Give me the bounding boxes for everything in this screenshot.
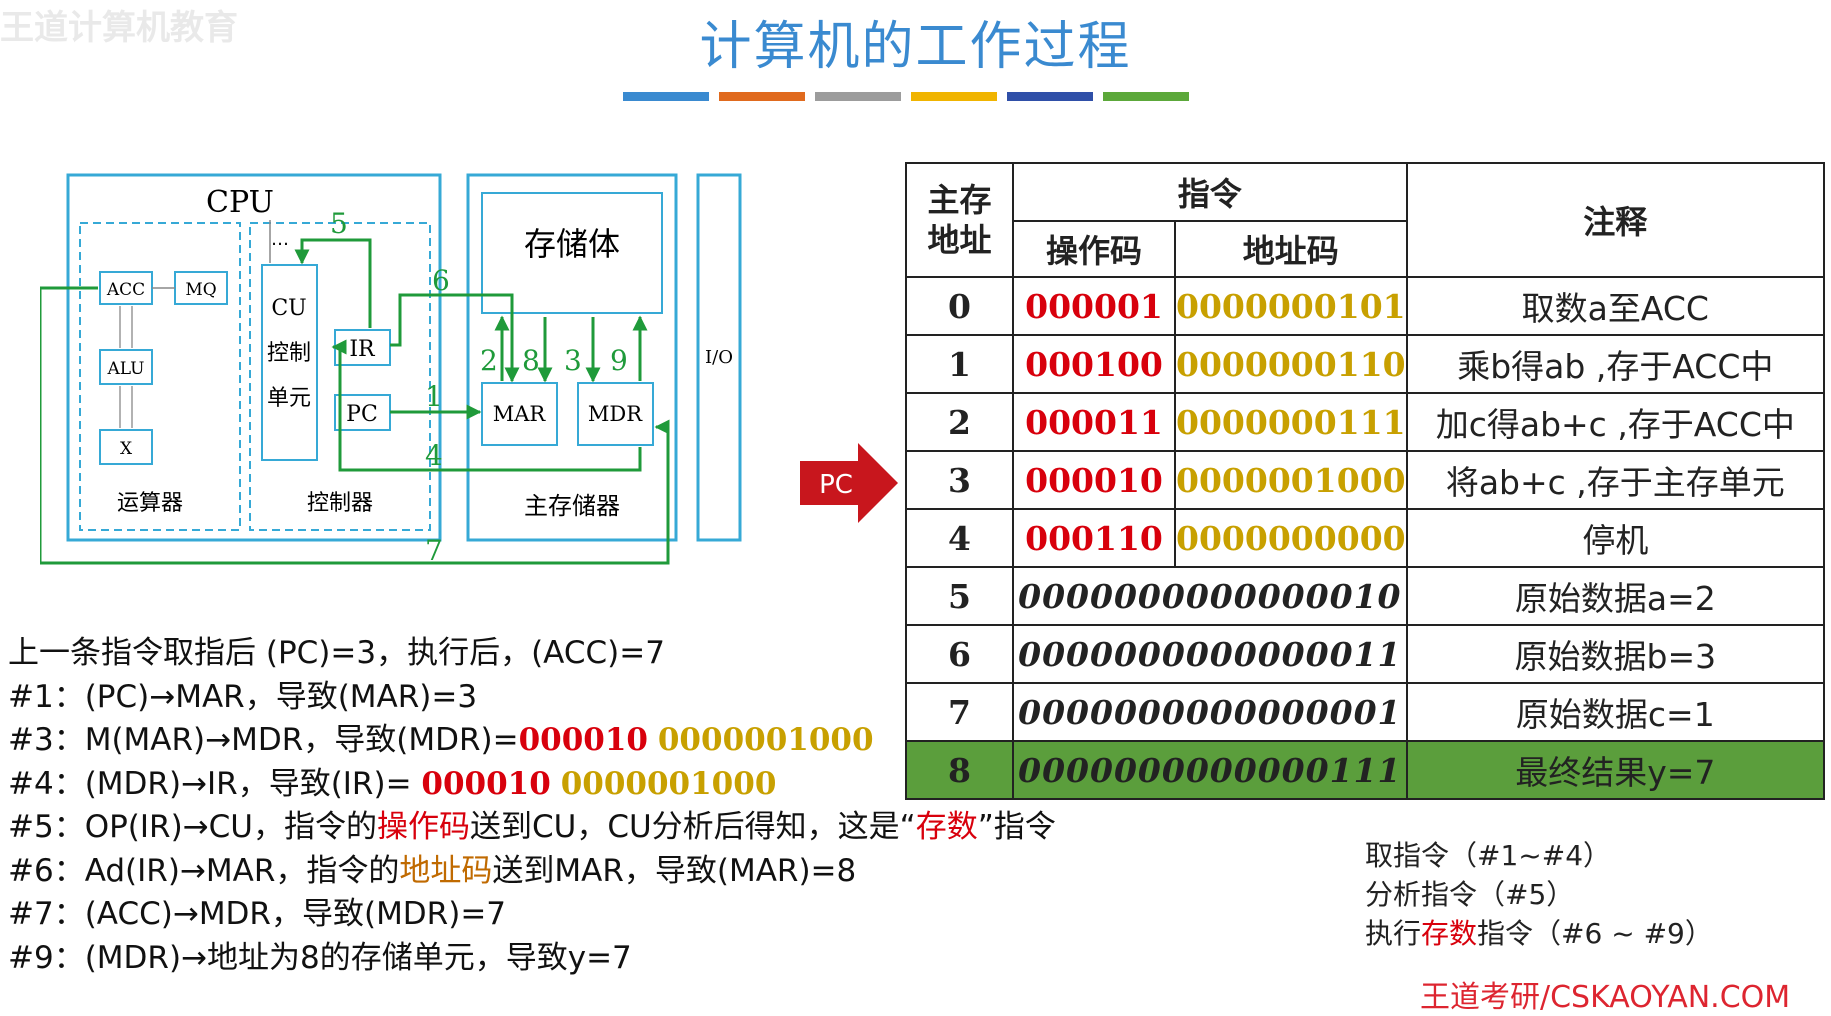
pc-label: PC <box>346 402 378 427</box>
cpu-label: CPU <box>206 185 274 220</box>
control-group-box <box>249 222 431 531</box>
cu-unit <box>261 264 318 461</box>
acc-alu-link <box>119 306 133 348</box>
header-address: 主存 地址 <box>905 162 1014 278</box>
x-register <box>99 429 153 465</box>
path-5 <box>294 238 372 328</box>
ir-label: IR <box>349 337 376 362</box>
step-label-2: 2 <box>480 344 498 377</box>
step-list: 上一条指令取指后 (PC)=3，执行后，(ACC)=7 #1：(PC)→MAR，… <box>8 632 1056 980</box>
cu-dots: … <box>271 229 289 250</box>
step-label-1: 1 <box>425 380 443 413</box>
step-label-5: 5 <box>330 207 348 240</box>
step-1: #1：(PC)→MAR，导致(MAR)=3 <box>8 678 478 715</box>
step-label-4: 4 <box>425 439 443 472</box>
phase-analyze: 分析指令（#5） <box>1365 878 1575 911</box>
table-row: 5 0000000000000010 原始数据a=2 <box>905 566 1826 626</box>
path-7 <box>40 286 670 565</box>
storage-label: 存储体 <box>524 225 620 263</box>
cu-label-1: CU <box>271 296 306 321</box>
control-group-label: 控制器 <box>307 491 373 516</box>
path-4 <box>331 339 642 472</box>
color-bar-segment <box>1103 92 1189 101</box>
table-row: 3 000010 0000001000 将ab+c ,存于主存单元 <box>905 450 1826 510</box>
page-title: 计算机的工作过程 <box>699 17 1132 77</box>
step-label-8: 8 <box>522 344 540 377</box>
alu-group-label: 运算器 <box>117 491 183 516</box>
step-4: #4：(MDR)→IR，导致(IR)= 000010 0000001000 <box>8 765 777 802</box>
step-5: #5：OP(IR)→CU，指令的操作码送到CU，CU分析后得知，这是“存数”指令 <box>8 809 1056 845</box>
header-instruction: 指令 <box>1012 162 1408 222</box>
step-label-3: 3 <box>564 344 582 377</box>
table-row: 4 000110 0000000000 停机 <box>905 508 1826 568</box>
cpu-memory-diagram: CPU ACC MQ ALU X 运算器 CU 控制 单元 … IR PC 控制… <box>40 173 742 567</box>
path-6 <box>390 293 520 383</box>
step-9: #9：(MDR)→地址为8的存储单元，导致y=7 <box>8 939 632 976</box>
mar-register <box>481 382 558 446</box>
mdr-label: MDR <box>588 402 643 426</box>
table-row: 2 000011 0000000111 加c得ab+c ,存于ACC中 <box>905 392 1826 452</box>
table-row-final: 8 0000000000000111 最终结果y=7 <box>905 740 1826 800</box>
color-bar-segment <box>1007 92 1093 101</box>
io-box <box>696 173 742 542</box>
step-intro: 上一条指令取指后 (PC)=3，执行后，(ACC)=7 <box>8 635 665 671</box>
color-bar-segment <box>911 92 997 101</box>
alu-unit <box>99 349 153 385</box>
main-memory-label: 主存储器 <box>524 492 620 520</box>
color-bar-segment <box>815 92 901 101</box>
color-bar-segment <box>623 92 709 101</box>
phase-execute: 执行存数指令（#6 ~ #9） <box>1365 917 1713 950</box>
pc-pointer-label: PC <box>819 470 853 500</box>
mar-label: MAR <box>493 402 547 426</box>
mdr-register <box>577 382 654 446</box>
storage-body <box>481 192 663 314</box>
header-opcode: 操作码 <box>1012 220 1176 278</box>
pc-pointer-arrow: PC <box>800 443 898 523</box>
watermark: 王道计算机教育 <box>0 8 238 48</box>
phase-summary: 取指令（#1~#4） 分析指令（#5） 执行存数指令（#6 ~ #9） <box>1365 836 1713 953</box>
color-bar-segment <box>719 92 805 101</box>
cu-label-2: 控制 <box>267 341 311 366</box>
alu-group-box <box>79 222 241 531</box>
memory-table: 主存 地址 指令 注释 操作码 地址码 0 000001 0000000101 … <box>905 162 1826 800</box>
main-memory-box <box>466 173 678 542</box>
cpu-box <box>66 173 442 542</box>
acc-label: ACC <box>106 280 145 300</box>
header-address-code: 地址码 <box>1174 220 1408 278</box>
step-7: #7：(ACC)→MDR，导致(MDR)=7 <box>8 896 507 932</box>
step-label-7: 7 <box>425 534 443 567</box>
table-row: 6 0000000000000011 原始数据b=3 <box>905 624 1826 684</box>
table-row: 7 0000000000000001 原始数据c=1 <box>905 682 1826 742</box>
mq-label: MQ <box>185 280 216 300</box>
step-label-6: 6 <box>432 264 450 297</box>
step-label-9: 9 <box>610 344 628 377</box>
phase-fetch: 取指令（#1~#4） <box>1365 839 1612 872</box>
footer-brand: 王道考研/CSKAOYAN.COM <box>1420 980 1791 1015</box>
cu-label-3: 单元 <box>267 386 311 411</box>
title-color-bar <box>623 92 1189 101</box>
table-row: 1 000100 0000000110 乘b得ab ,存于ACC中 <box>905 334 1826 394</box>
alu-x-link <box>119 386 133 428</box>
step-3: #3：M(MAR)→MDR，导致(MDR)=000010 0000001000 <box>8 722 874 758</box>
alu-label: ALU <box>107 359 145 379</box>
header-note: 注释 <box>1405 162 1826 278</box>
step-6: #6：Ad(IR)→MAR，指令的地址码送到MAR，导致(MAR)=8 <box>8 852 857 889</box>
io-label: I/O <box>705 347 733 368</box>
x-label: X <box>120 439 133 459</box>
table-row: 0 000001 0000000101 取数a至ACC <box>905 276 1826 336</box>
